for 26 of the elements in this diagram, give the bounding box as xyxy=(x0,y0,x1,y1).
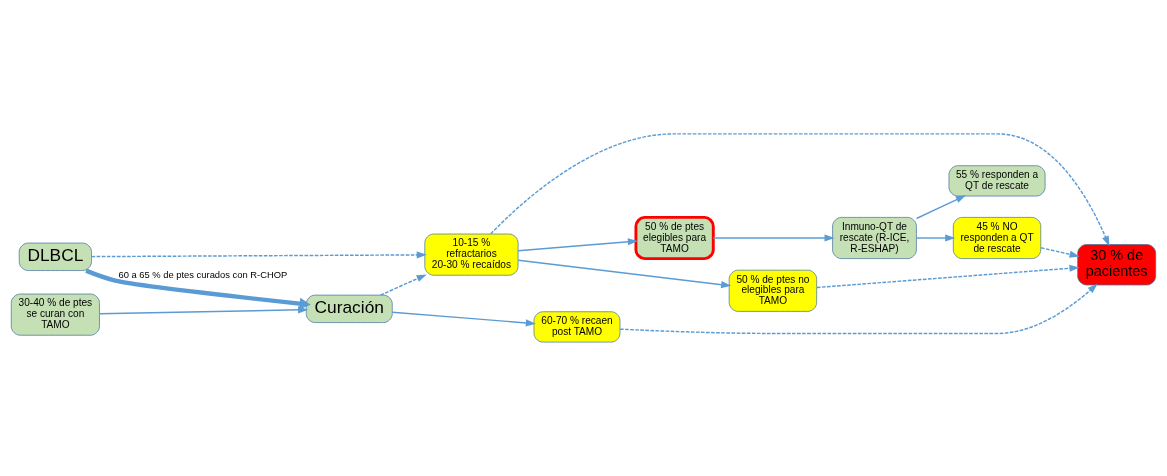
node-box: DLBCL xyxy=(18,242,92,271)
node-box: 60-70 % recaen post TAMO xyxy=(533,311,621,343)
arrow xyxy=(816,264,1080,289)
node-box: 50 % de ptes elegibles para TAMO xyxy=(634,215,715,261)
node-box: 30 % de pacientes xyxy=(1077,244,1157,286)
arrow xyxy=(91,251,427,259)
node-box: 10-15 % refractarios 20-30 % recaídos xyxy=(424,233,519,276)
arrow xyxy=(619,283,1098,335)
arrow xyxy=(98,306,309,315)
node-box: 30-40 % de ptes se curan con TAMO xyxy=(10,293,100,336)
node-box: Inmuno-QT de rescate (R-ICE, R-ESHAP) xyxy=(832,217,917,259)
arrow xyxy=(712,234,835,242)
arrow xyxy=(517,238,638,252)
edge-label: 60 a 65 % de ptes curados con R-CHOP xyxy=(118,269,288,281)
arrow xyxy=(1040,247,1080,258)
node-box: 55 % responden a QT de rescate xyxy=(948,165,1046,197)
arrow xyxy=(915,195,966,220)
arrow xyxy=(517,259,732,289)
arrow xyxy=(490,133,1110,247)
node-box: 50 % de ptes no elegibles para TAMO xyxy=(728,269,817,312)
arrow xyxy=(85,268,311,310)
node-box: Curación xyxy=(305,294,393,323)
node-box: 45 % NO responden a QT de rescate xyxy=(952,217,1042,259)
arrow xyxy=(380,274,427,296)
arrow xyxy=(391,311,536,327)
arrow xyxy=(915,234,956,242)
